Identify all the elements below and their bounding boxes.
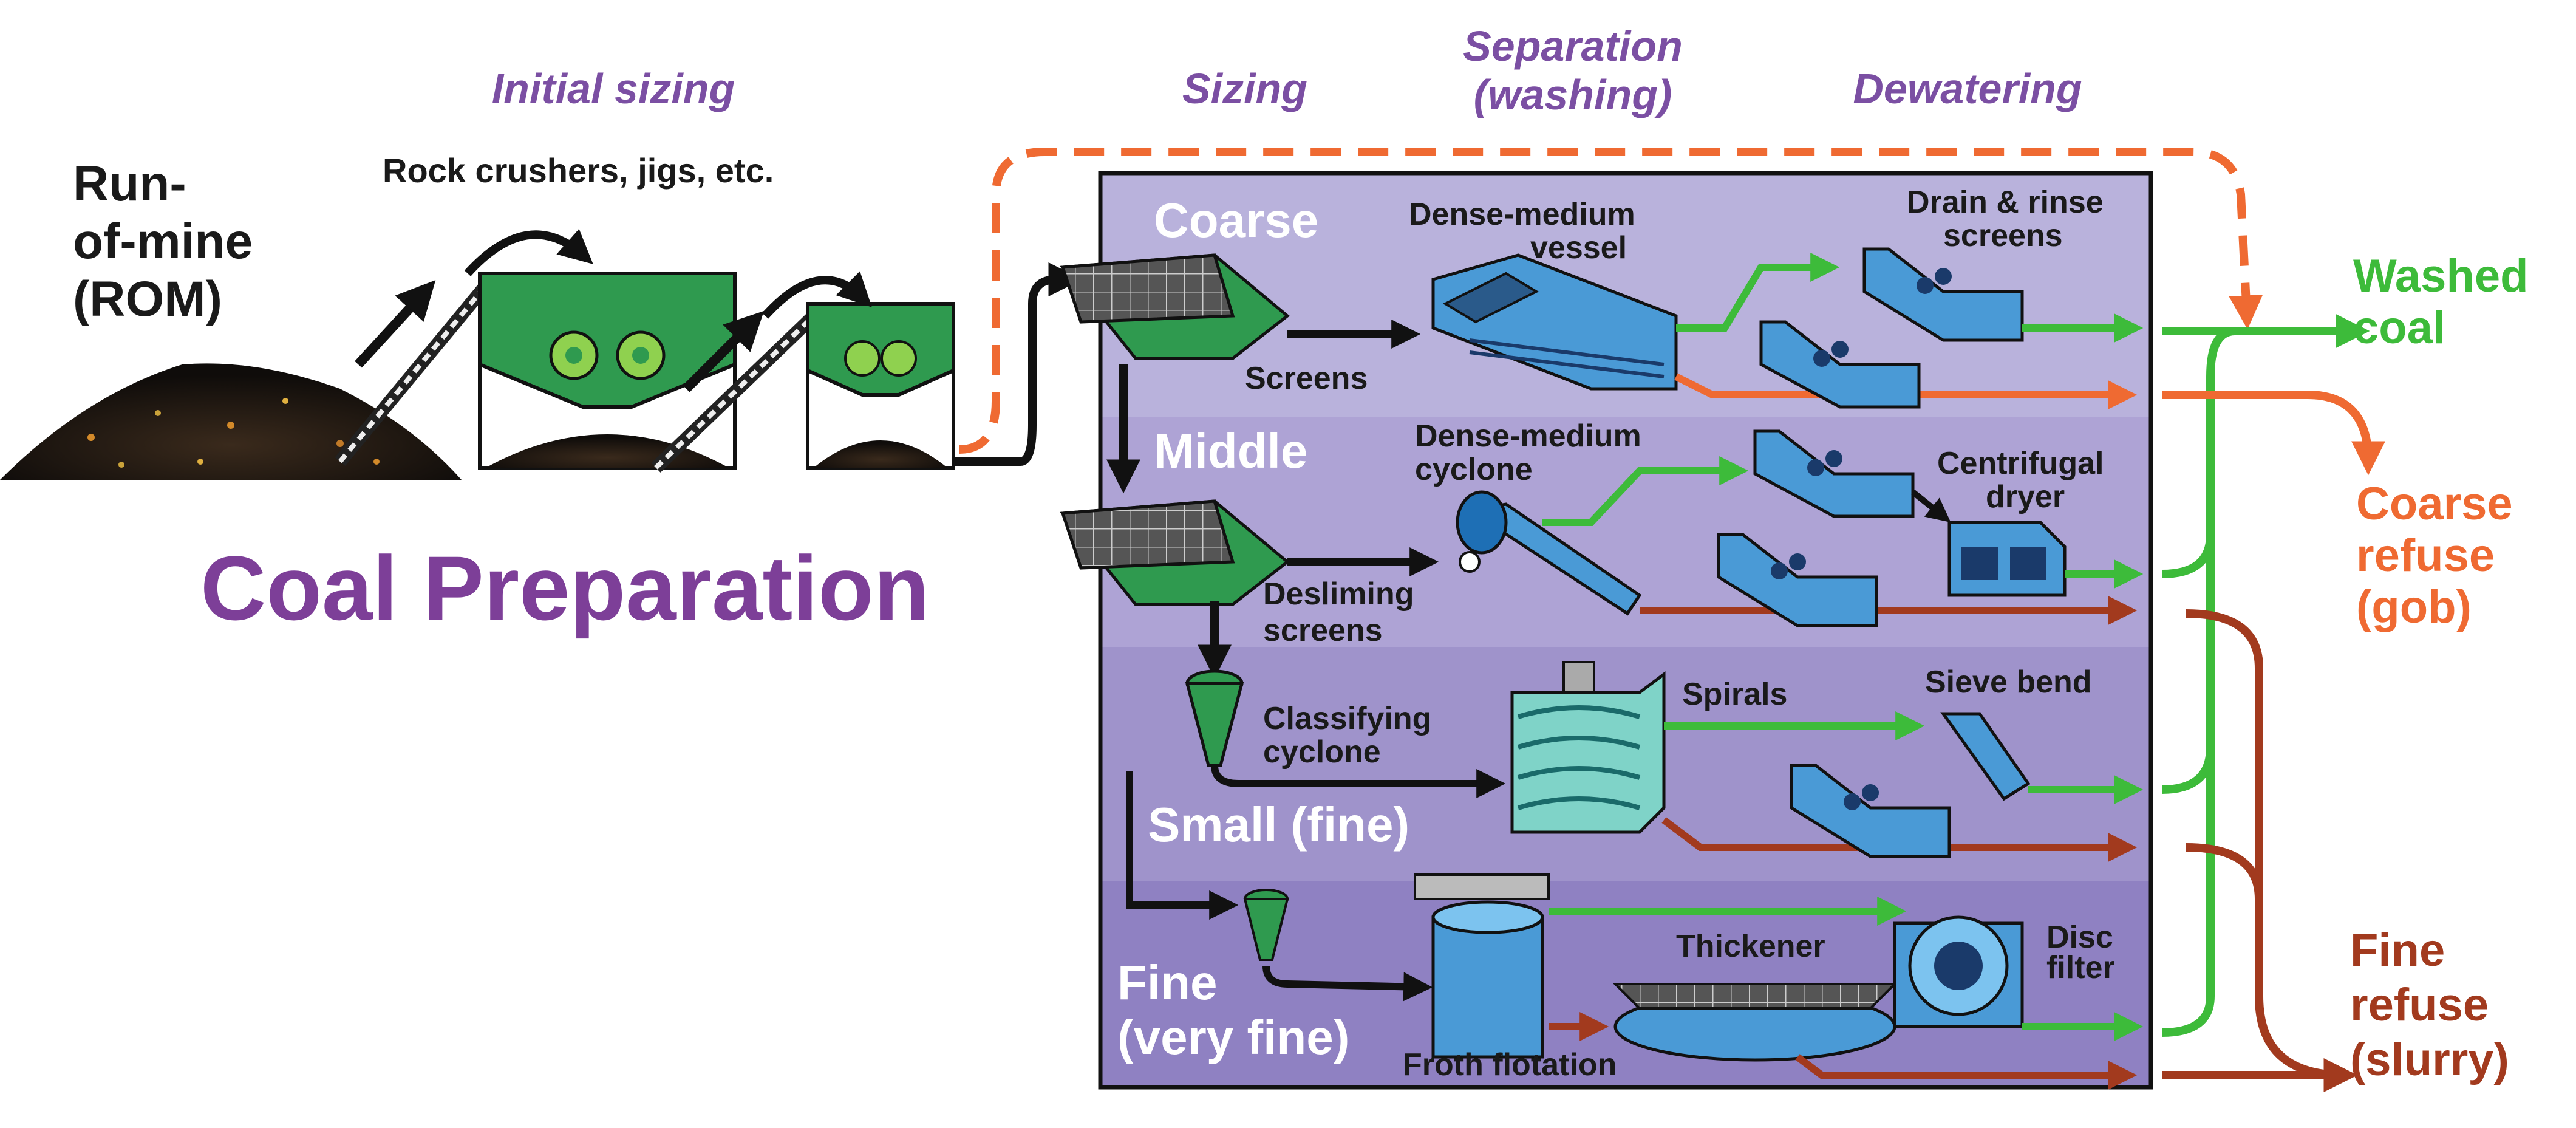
classifying-label-line2: cyclone <box>1263 734 1381 770</box>
band-middle-label: Middle <box>1154 424 1307 478</box>
arrow-small-to-fine <box>1126 771 1239 920</box>
disc-filter <box>1893 915 2024 1028</box>
desliming-screen <box>1060 499 1290 606</box>
stage-dewatering: Dewatering <box>1853 65 2082 112</box>
spirals-label: Spirals <box>1682 677 1787 712</box>
coarse-refuse-label-line3: (gob) <box>2356 581 2472 633</box>
coarse-refuse-label-line2: refuse <box>2356 530 2495 581</box>
sieve-bend <box>1940 712 2031 801</box>
classifying-cyclone <box>1185 669 1244 767</box>
rom-pile <box>0 363 462 480</box>
middle-screen-2 <box>1717 533 1878 627</box>
centrifugal-label-line2: dryer <box>1986 479 2065 514</box>
froth-flotation-cell <box>1414 873 1550 1059</box>
bypass-dashed-orange <box>959 148 2263 454</box>
thickener-label: Thickener <box>1676 929 1825 964</box>
arrow-thickener-brown <box>1795 1054 2138 1090</box>
feed-arrow <box>953 262 1083 466</box>
disc-filter-label-line1: Disc <box>2046 920 2113 955</box>
band-fine-label-line1: Fine <box>1117 955 1217 1010</box>
fine-refuse-label-line2: refuse <box>2350 979 2489 1031</box>
dense-medium-vessel <box>1431 253 1678 391</box>
drain-rinse-screen-1 <box>1862 247 2024 342</box>
conveyor-1-arrow <box>355 280 436 368</box>
band-fine-label-line2: (very fine) <box>1117 1010 1349 1064</box>
centrifugal-label-line1: Centrifugal <box>1937 446 2104 481</box>
centrifugal-dryer <box>1947 521 2067 597</box>
spirals <box>1510 661 1666 834</box>
stage-separation-line2: (washing) <box>1474 71 1672 118</box>
desliming-label-line1: Desliming <box>1263 576 1414 612</box>
fine-refuse-label-line3: (slurry) <box>2350 1034 2509 1085</box>
drain-rinse-label-line1: Drain & rinse <box>1907 185 2104 220</box>
arrow-cyclone-to-flotation <box>1262 965 1433 1002</box>
stage-sizing: Sizing <box>1182 65 1307 112</box>
desliming-label-line2: screens <box>1263 613 1383 648</box>
small-screen <box>1790 764 1951 858</box>
arrow-vessel-orange <box>1674 373 2138 409</box>
panel-border <box>1098 171 2153 1090</box>
screens-label: Screens <box>1245 361 1368 396</box>
dense-medium-cyclone <box>1456 490 1642 616</box>
washed-coal-collector <box>2161 314 2370 1037</box>
conveyor-2-arrow <box>683 310 765 392</box>
arrow-spirals-brown <box>1661 817 2138 862</box>
froth-flotation-label: Froth flotation <box>1403 1047 1617 1082</box>
crushers-label: Rock crushers, jigs, etc. <box>383 151 774 190</box>
stage-separation-line1: Separation <box>1463 22 1683 70</box>
arrow-cyclone-to-spirals <box>1211 765 1506 798</box>
band-coarse-label: Coarse <box>1154 193 1318 247</box>
dm-cyclone-label-line1: Dense-medium <box>1415 419 1641 454</box>
dm-cyclone-label-line2: cyclone <box>1415 452 1533 487</box>
washed-coal-label-line2: coal <box>2353 302 2445 354</box>
page-title: Coal Preparation <box>200 537 929 639</box>
thickener <box>1612 983 1898 1062</box>
conveyor-2 <box>651 310 819 473</box>
sieve-bend-label: Sieve bend <box>1925 665 2092 700</box>
arrow-vessel-green <box>1676 253 1840 332</box>
coarse-refuse-collector <box>2162 391 2385 476</box>
dm-vessel-label-line1: Dense-medium <box>1409 197 1635 232</box>
conveyor-1 <box>335 280 491 467</box>
rom-label-line3: (ROM) <box>73 272 222 327</box>
drain-rinse-label-line2: screens <box>1943 218 2063 253</box>
fine-cyclone <box>1243 889 1289 961</box>
sizing-screen-1 <box>1060 253 1290 360</box>
rom-label-line2: of-mine <box>73 214 253 269</box>
dm-vessel-label-line2: vessel <box>1530 230 1627 265</box>
rom-label-line1: Run- <box>73 156 186 211</box>
coarse-refuse-label-line1: Coarse <box>2356 478 2513 530</box>
drain-rinse-screen-2 <box>1759 320 1921 409</box>
arrow-screen-to-dryer <box>1910 490 1951 522</box>
band-small-label: Small (fine) <box>1148 798 1409 852</box>
classifying-label-line1: Classifying <box>1263 701 1431 736</box>
washed-coal-label-line1: Washed <box>2353 250 2529 302</box>
stage-initial-sizing: Initial sizing <box>492 65 735 112</box>
fine-refuse-label-line1: Fine <box>2350 925 2445 976</box>
disc-filter-label-line2: filter <box>2046 950 2115 985</box>
crusher-2 <box>762 271 955 470</box>
arrow-cyclone-green <box>1542 456 1749 526</box>
fine-refuse-collector <box>2162 609 2358 1092</box>
